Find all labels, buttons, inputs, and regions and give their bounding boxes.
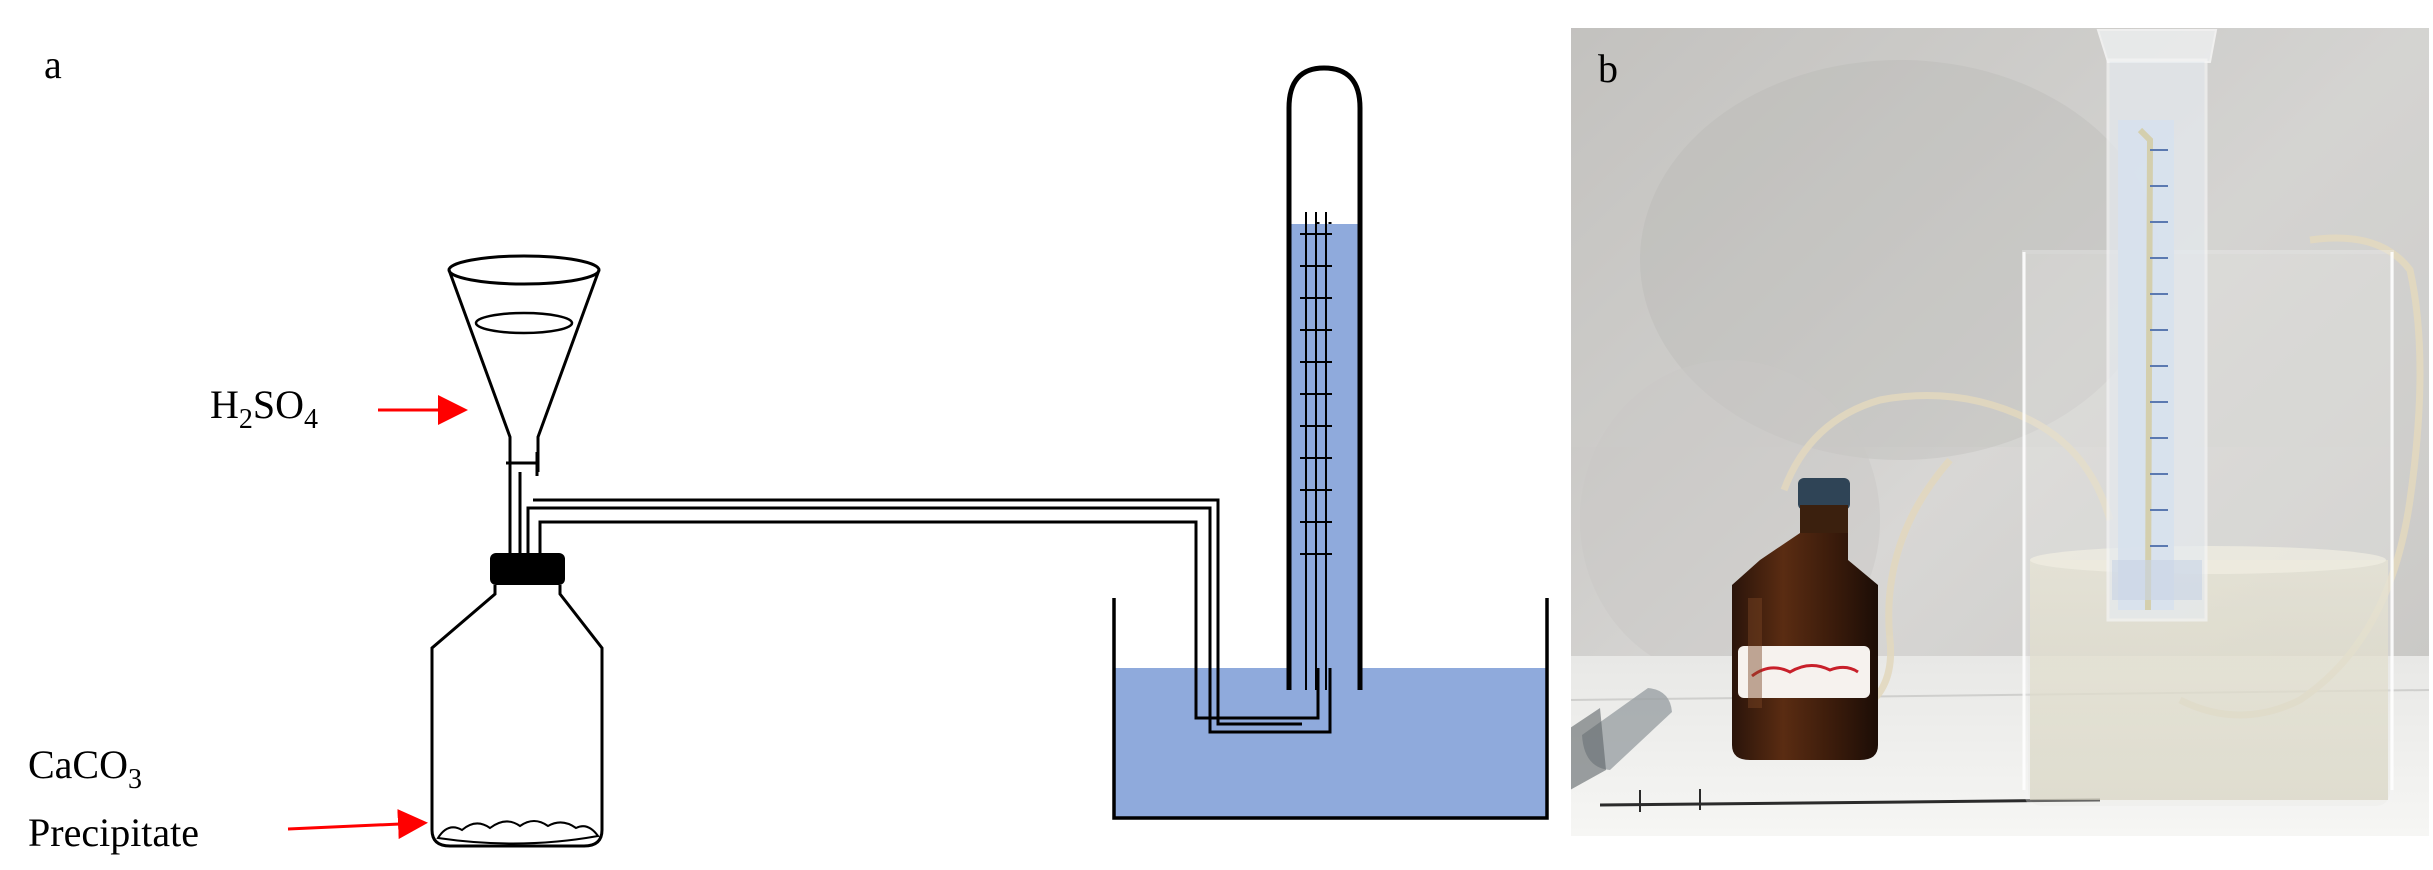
carbonate-label: CaCO3 bbox=[28, 742, 142, 795]
stopcock bbox=[506, 452, 539, 476]
panel-b-photo: b bbox=[1569, 26, 2431, 838]
graduation-scale bbox=[1300, 212, 1332, 690]
submerged-tube bbox=[1194, 668, 1332, 734]
panel-b-label: b bbox=[1598, 46, 1618, 91]
panel-a: a bbox=[28, 42, 1549, 855]
rubber-stopper bbox=[490, 553, 565, 585]
funnel-stem bbox=[508, 472, 522, 556]
precipitate-arrow bbox=[287, 809, 428, 840]
svg-text:H2SO4: H2SO4 bbox=[210, 382, 318, 435]
precipitate-label: Precipitate bbox=[28, 810, 199, 855]
acid-label: H2SO4 bbox=[210, 382, 318, 435]
gas-collection-tube bbox=[1286, 65, 1363, 690]
caco3-precipitate bbox=[436, 820, 600, 845]
svg-text:CaCO3: CaCO3 bbox=[28, 742, 142, 795]
panel-a-label: a bbox=[44, 42, 62, 87]
tube-water bbox=[1289, 224, 1360, 668]
dropping-funnel bbox=[447, 254, 601, 472]
reaction-bottle bbox=[430, 585, 604, 848]
delivery-tube bbox=[526, 222, 1332, 734]
